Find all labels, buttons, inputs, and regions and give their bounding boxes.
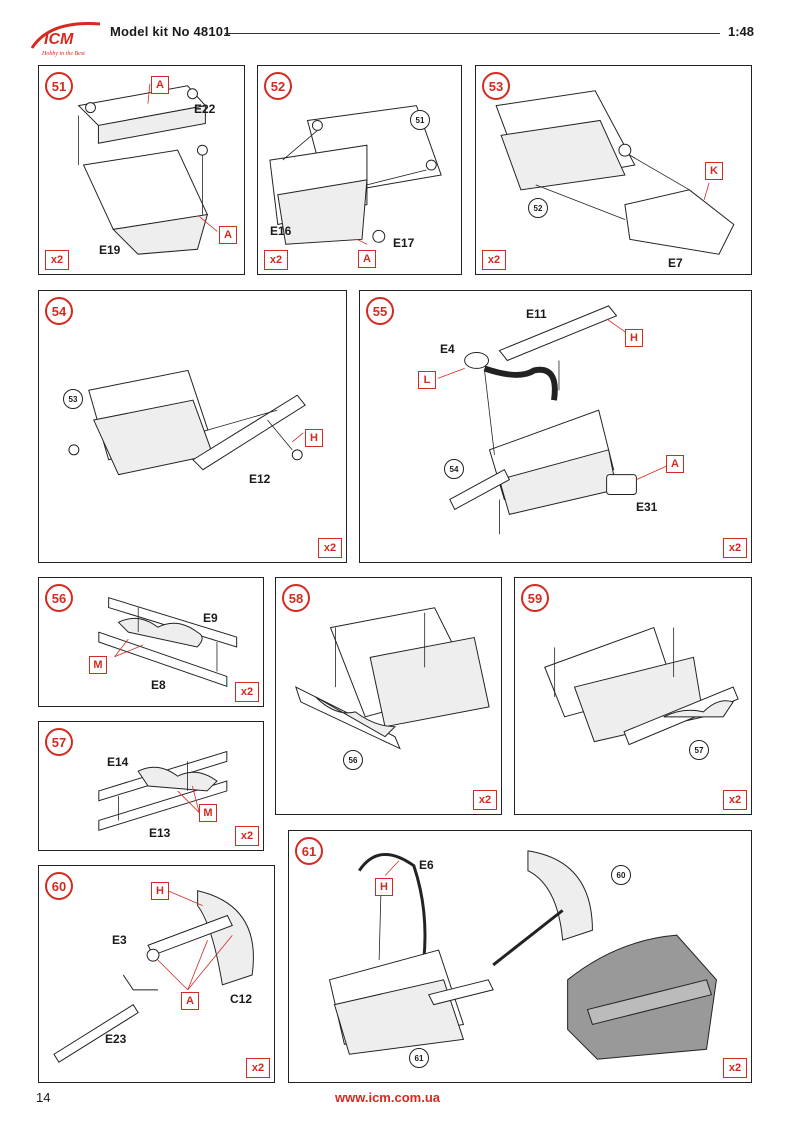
step-54-drawing — [68, 369, 306, 476]
step-61-drawing — [328, 850, 717, 1060]
part-label: E8 — [151, 678, 166, 692]
step-51-drawing — [77, 83, 218, 255]
website-link[interactable]: www.icm.com.ua — [335, 1090, 440, 1105]
callout-box: L — [418, 371, 436, 389]
step-reference: 61 — [409, 1048, 429, 1068]
step-badge: 58 — [282, 584, 310, 612]
part-label: E6 — [419, 858, 434, 872]
kit-title: Model kit No 48101 — [110, 24, 231, 39]
step-60-drawing — [53, 890, 254, 1063]
part-label: C12 — [230, 992, 253, 1006]
part-label: E22 — [194, 102, 216, 116]
header-rule — [225, 33, 720, 34]
icm-logo: ICM Hobby in the Best — [30, 22, 101, 57]
quantity-badge: x2 — [723, 1058, 747, 1078]
step-57: 57 E14 E13 M x2 — [38, 721, 264, 851]
quantity-badge: x2 — [723, 790, 747, 810]
step-reference: 54 — [444, 459, 464, 479]
quantity-badge: x2 — [318, 538, 342, 558]
step-51: 51 E22 E19 A A x2 — [38, 65, 245, 275]
callout-box: H — [625, 329, 643, 347]
quantity-badge: x2 — [45, 250, 69, 270]
part-label: E14 — [107, 755, 129, 769]
step-52-drawing — [269, 105, 442, 245]
step-reference: 56 — [343, 750, 363, 770]
step-56-drawing — [98, 597, 238, 687]
step-badge: 54 — [45, 297, 73, 325]
quantity-badge: x2 — [235, 682, 259, 702]
callout-box: H — [151, 882, 169, 900]
step-badge: 51 — [45, 72, 73, 100]
step-55-drawing — [437, 305, 675, 535]
quantity-badge: x2 — [264, 250, 288, 270]
step-reference: 52 — [528, 198, 548, 218]
part-label: E23 — [105, 1032, 127, 1046]
step-reference: 53 — [63, 389, 83, 409]
part-label: E11 — [526, 307, 547, 321]
part-label: E17 — [393, 236, 415, 250]
step-56: 56 E9 E8 M x2 — [38, 577, 264, 707]
tagline-text: Hobby in the Best — [41, 51, 85, 57]
step-54: 54 53 H E12 x2 — [38, 290, 347, 563]
step-badge: 59 — [521, 584, 549, 612]
callout-box: M — [199, 804, 217, 822]
page-number: 14 — [36, 1090, 51, 1105]
callout-box: A — [181, 992, 199, 1010]
step-badge: 52 — [264, 72, 292, 100]
step-badge: 60 — [45, 872, 73, 900]
page-header: ICM Hobby in the Best Model kit No 48101… — [0, 0, 792, 60]
part-label: E4 — [440, 342, 455, 356]
step-badge: 55 — [366, 297, 394, 325]
callout-box: A — [666, 455, 684, 473]
part-label: E31 — [636, 500, 658, 514]
part-label: E13 — [149, 826, 171, 840]
step-53-drawing — [495, 90, 735, 255]
part-label: E12 — [249, 472, 271, 486]
step-58: 58 56 x2 — [275, 577, 502, 815]
step-61: 61 H E6 60 61 x2 — [288, 830, 752, 1083]
part-label: E16 — [270, 224, 292, 238]
quantity-badge: x2 — [235, 826, 259, 846]
step-badge: 53 — [482, 72, 510, 100]
step-badge: 61 — [295, 837, 323, 865]
callout-box: K — [705, 162, 723, 180]
step-reference: 57 — [689, 740, 709, 760]
callout-box: A — [151, 76, 169, 94]
part-label: E19 — [99, 243, 121, 257]
part-label: E3 — [112, 933, 127, 947]
step-badge: 57 — [45, 728, 73, 756]
step-59-drawing — [544, 626, 739, 746]
step-55: 55 E11 H E4 L 54 A E31 x2 — [359, 290, 752, 563]
step-57-drawing — [98, 750, 228, 831]
quantity-badge: x2 — [723, 538, 747, 558]
callout-box: H — [305, 429, 323, 447]
step-reference: 51 — [410, 110, 430, 130]
callout-box: A — [358, 250, 376, 268]
quantity-badge: x2 — [473, 790, 497, 810]
step-59: 59 57 x2 — [514, 577, 752, 815]
part-label: E7 — [668, 256, 683, 270]
step-badge: 56 — [45, 584, 73, 612]
quantity-badge: x2 — [246, 1058, 270, 1078]
step-53: 53 52 K E7 x2 — [475, 65, 752, 275]
part-label: E9 — [203, 611, 218, 625]
step-60: 60 H E3 A C12 E23 x2 — [38, 865, 275, 1083]
quantity-badge: x2 — [482, 250, 506, 270]
scale-label: 1:48 — [728, 24, 755, 39]
callout-box: A — [219, 226, 237, 244]
callout-box: H — [375, 878, 393, 896]
callout-box: M — [89, 656, 107, 674]
step-reference: 60 — [611, 865, 631, 885]
step-58-drawing — [294, 607, 490, 750]
step-52: 52 51 E16 E17 A x2 — [257, 65, 462, 275]
brand-text: ICM — [44, 31, 74, 48]
